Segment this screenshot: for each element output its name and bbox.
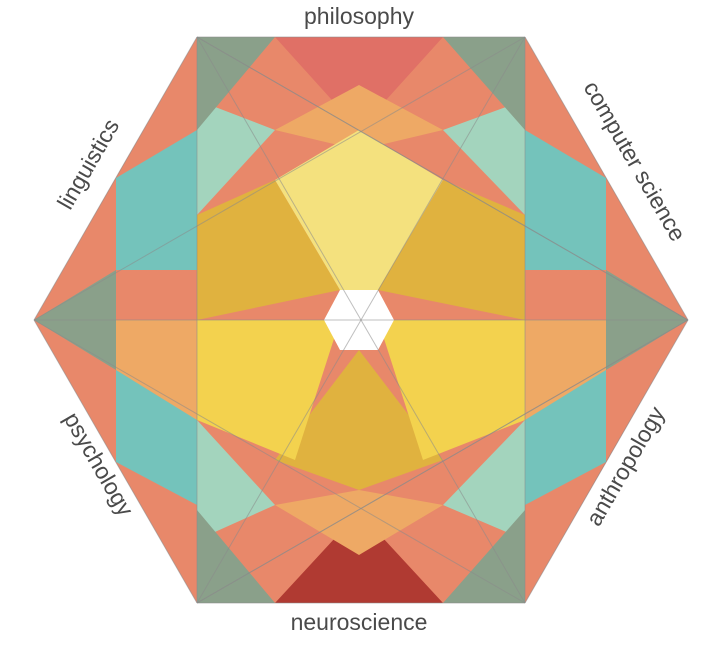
yellow-lower-right: [378, 320, 525, 460]
outline-bottom-right: [524, 319, 689, 604]
mint-top-right: [443, 100, 525, 215]
gold-bottom: [275, 350, 443, 490]
olive-top-right: [443, 37, 525, 130]
gold-upper-left: [197, 180, 340, 320]
line-t-r: [196, 36, 689, 321]
olive-top-left: [197, 37, 275, 130]
outline-top-left: [33, 36, 198, 321]
orange-top: [275, 85, 443, 150]
teal-left-upper: [116, 130, 197, 270]
olive-bottom-right: [443, 510, 525, 603]
mint-top-left: [197, 100, 275, 215]
outline-top-right: [524, 36, 689, 321]
line-l-tr: [33, 36, 526, 321]
teal-right-upper: [525, 130, 606, 270]
outline-bottom-left: [33, 319, 198, 604]
yellow-lower-left: [197, 320, 340, 460]
orange-right: [525, 320, 606, 420]
gold-upper-right: [378, 180, 525, 320]
label-neuroscience: neuroscience: [291, 609, 428, 635]
label-philosophy: philosophy: [304, 3, 414, 29]
line-l-br: [33, 319, 526, 604]
orange-left: [116, 320, 197, 420]
hexagon-edges: [33, 36, 689, 604]
olive-bottom-left: [197, 510, 275, 603]
mint-bottom-left: [197, 420, 275, 540]
top-band: [197, 37, 525, 130]
mint-bottom-right: [443, 420, 525, 540]
line-bl-r: [196, 319, 689, 604]
bottom-band: [197, 512, 525, 603]
orange-bottom: [275, 490, 443, 555]
